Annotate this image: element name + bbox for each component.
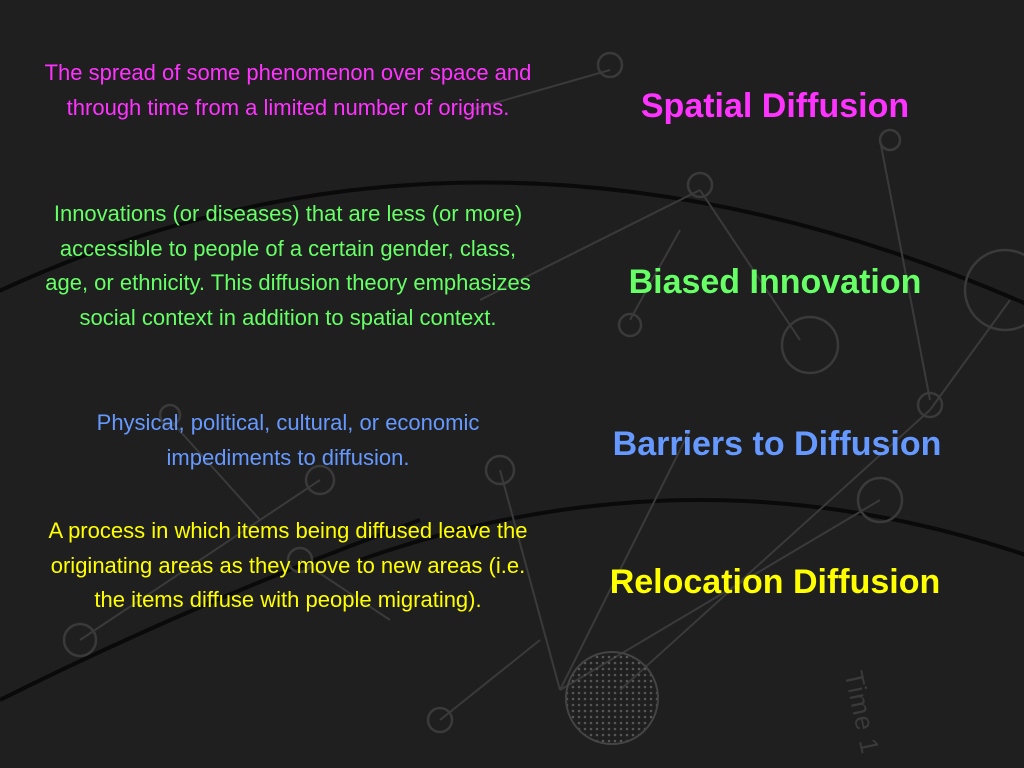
relocation-diffusion-definition: A process in which items being diffused … <box>48 518 528 612</box>
spatial-diffusion-definition: The spread of some phenomenon over space… <box>44 60 532 120</box>
barriers-to-diffusion-definition: Physical, political, cultural, or econom… <box>96 410 480 470</box>
term-barriers-to-diffusion: Barriers to Diffusion <box>612 425 942 463</box>
term-relocation-diffusion: Relocation Diffusion <box>609 563 941 601</box>
term-biased-innovation: Biased Innovation <box>628 263 922 301</box>
term-spatial-diffusion: Spatial Diffusion <box>640 87 910 125</box>
biased-innovation-definition: Innovations (or diseases) that are less … <box>45 201 531 330</box>
